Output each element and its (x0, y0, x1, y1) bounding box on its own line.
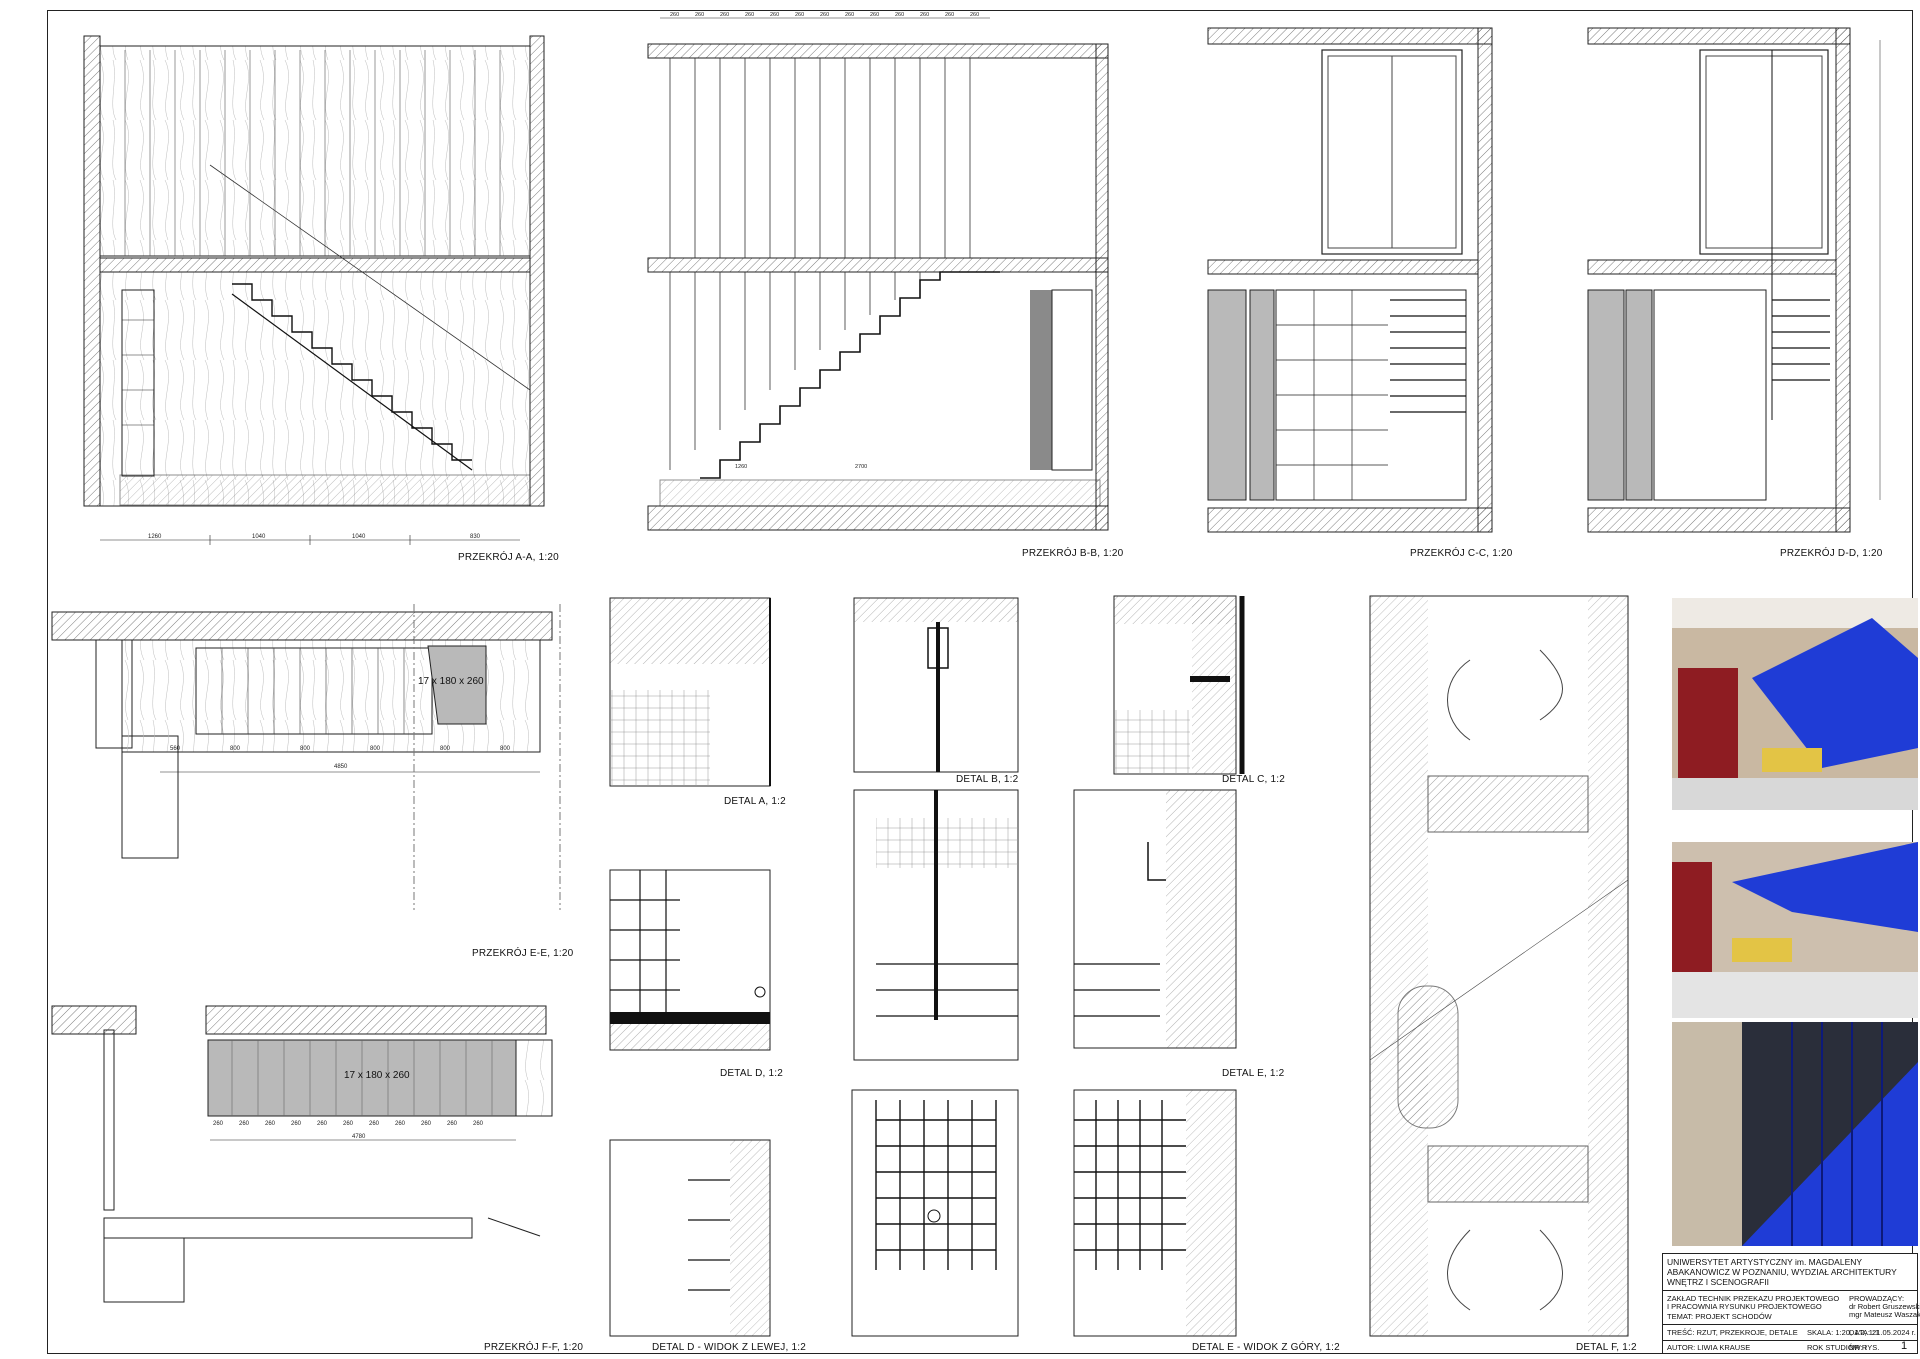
title-block-content: TREŚĆ: RZUT, PRZEKROJE, DETALE (1667, 1328, 1798, 1337)
title-block-sheet-label: NR RYS. (1849, 1343, 1880, 1352)
caption-section-cc: PRZEKRÓJ C-C, 1:20 (1410, 548, 1513, 559)
title-block-year: ROK STUDIÓW: I (1807, 1343, 1867, 1352)
caption-section-aa: PRZEKRÓJ A-A, 1:20 (458, 552, 559, 563)
caption-plan-ee: PRZEKRÓJ E-E, 1:20 (472, 948, 574, 959)
svg-text:260: 260 (395, 1121, 406, 1127)
svg-text:260: 260 (845, 12, 854, 18)
plan-ee: 560 800 800 800 800 800 4850 17 x 180 x 260 (51, 604, 561, 910)
svg-text:260: 260 (447, 1121, 458, 1127)
svg-text:260: 260 (920, 12, 929, 18)
svg-text:260: 260 (945, 12, 954, 18)
title-block-department-2: I PRACOWNIA RYSUNKU PROJEKTOWEGO (1667, 1302, 1822, 1311)
detail-e-front (853, 789, 1237, 1061)
title-block-date: DATA: 21.05.2024 r. (1849, 1328, 1916, 1337)
plan-ff: 260 260 260 260 260 260 260 260 260 260 260 4780… (51, 1005, 553, 1303)
svg-text:260: 260 (343, 1121, 354, 1127)
svg-text:260: 260 (720, 12, 729, 18)
svg-text:260: 260 (317, 1121, 328, 1127)
title-block-university: UNIWERSYTET ARTYSTYCZNY im. MAGDALENY AB… (1667, 1257, 1897, 1287)
svg-text:800: 800 (500, 746, 511, 752)
svg-text:1040: 1040 (352, 534, 366, 540)
svg-text:260: 260 (695, 12, 704, 18)
svg-text:260: 260 (670, 12, 679, 18)
plan-ee-stair-label: 17 x 180 x 260 (418, 676, 484, 687)
title-block-lead-2: mgr Mateusz Waszak, as (1849, 1310, 1920, 1319)
caption-detail-d-left-view: DETAL D - WIDOK Z LEWEJ, 1:2 (652, 1342, 806, 1353)
plan-ff-stair-label: 17 x 180 x 260 (344, 1070, 410, 1081)
render-image-2 (1672, 842, 1918, 1018)
svg-text:260: 260 (820, 12, 829, 18)
svg-text:260: 260 (473, 1121, 484, 1127)
detail-d (609, 869, 771, 1051)
svg-text:800: 800 (230, 746, 241, 752)
title-block-sheet-number: 1 (1901, 1340, 1908, 1352)
caption-section-bb: PRZEKRÓJ B-B, 1:20 (1022, 548, 1124, 559)
svg-text:260: 260 (265, 1121, 276, 1127)
svg-text:800: 800 (300, 746, 311, 752)
svg-text:1260: 1260 (735, 464, 747, 470)
detail-d-left-view (609, 1139, 771, 1337)
section-dd (1587, 27, 1881, 533)
title-block-topic: TEMAT: PROJEKT SCHODÓW (1667, 1312, 1772, 1321)
render-image-1 (1672, 598, 1918, 810)
svg-text:260: 260 (795, 12, 804, 18)
svg-text:260: 260 (421, 1121, 432, 1127)
detail-c (1113, 595, 1245, 775)
section-bb: 260 260 260 260 260 260 260 260 260 260 260 260 26… (647, 12, 1109, 531)
title-block-lead-1: dr Robert Gruszewski, ad (1849, 1302, 1920, 1311)
svg-text:260: 260 (213, 1121, 224, 1127)
svg-text:830: 830 (470, 534, 481, 540)
title-block-lead-label: PROWADZĄCY: (1849, 1294, 1905, 1303)
section-cc (1207, 27, 1493, 533)
svg-text:1040: 1040 (252, 534, 266, 540)
plan-ee-total-dim: 4850 (334, 764, 348, 770)
caption-detail-d: DETAL D, 1:2 (720, 1068, 783, 1079)
detail-a (609, 597, 771, 787)
caption-plan-ff: PRZEKRÓJ F-F, 1:20 (484, 1342, 584, 1353)
caption-detail-a: DETAL A, 1:2 (724, 796, 786, 807)
plan-ff-total-dim: 4780 (352, 1134, 366, 1140)
detail-e-top-view (851, 1089, 1237, 1337)
svg-text:2700: 2700 (855, 464, 867, 470)
detail-b (853, 597, 1019, 773)
svg-text:260: 260 (970, 12, 979, 18)
caption-detail-c: DETAL C, 1:2 (1222, 774, 1285, 785)
svg-text:260: 260 (895, 12, 904, 18)
render-image-3 (1672, 1022, 1918, 1246)
caption-detail-f: DETAL F, 1:2 (1576, 1342, 1637, 1353)
title-block: UNIWERSYTET ARTYSTYCZNY im. MAGDALENY AB… (1662, 1253, 1920, 1354)
svg-text:260: 260 (369, 1121, 380, 1127)
title-block-department-1: ZAKŁAD TECHNIK PRZEKAZU PROJEKTOWEGO (1667, 1294, 1840, 1303)
svg-text:260: 260 (291, 1121, 302, 1127)
caption-detail-e-top-view: DETAL E - WIDOK Z GÓRY, 1:2 (1192, 1342, 1340, 1353)
svg-text:1260: 1260 (148, 534, 162, 540)
svg-text:260: 260 (770, 12, 779, 18)
svg-text:260: 260 (870, 12, 879, 18)
caption-detail-e: DETAL E, 1:2 (1222, 1068, 1285, 1079)
svg-text:260: 260 (745, 12, 754, 18)
caption-section-dd: PRZEKRÓJ D-D, 1:20 (1780, 548, 1883, 559)
svg-text:560: 560 (170, 746, 181, 752)
svg-text:800: 800 (370, 746, 381, 752)
svg-text:260: 260 (239, 1121, 250, 1127)
title-block-author: AUTOR: LIWIA KRAUSE (1667, 1343, 1751, 1352)
title-block-scale: SKALA: 1:20, 1:2, 1:1 (1807, 1328, 1880, 1337)
caption-detail-b: DETAL B, 1:2 (956, 774, 1019, 785)
svg-text:800: 800 (440, 746, 451, 752)
detail-f (1369, 595, 1629, 1337)
section-aa: 1260 1040 1040 830 (83, 35, 545, 545)
